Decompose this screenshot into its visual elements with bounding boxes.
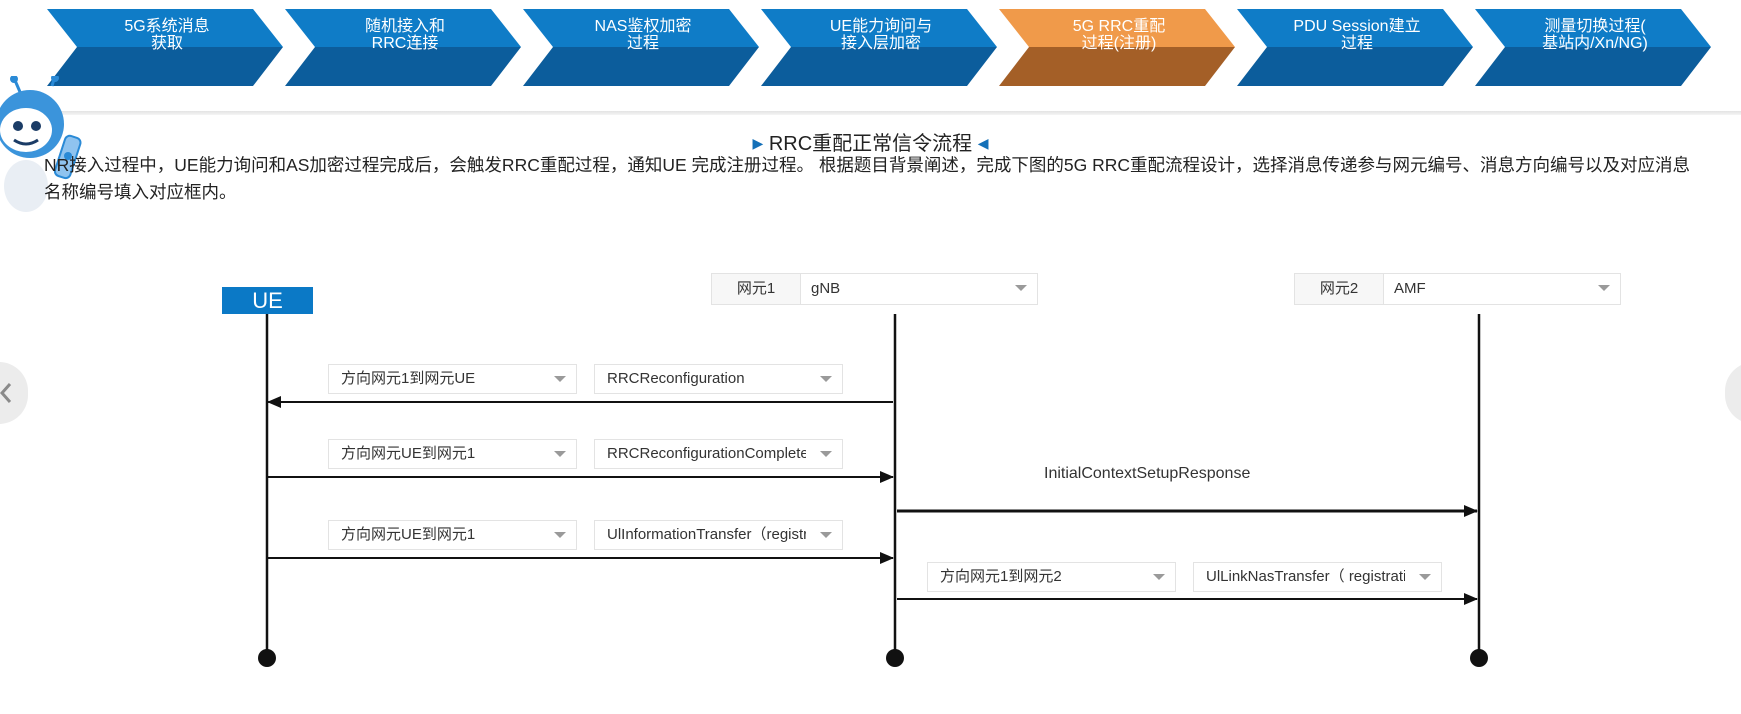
page-title-text: RRC重配正常信令流程 — [768, 133, 973, 155]
msg1-direction-select[interactable]: 方向网元1到网元UE — [328, 364, 577, 394]
step-chevron-upper — [1237, 9, 1473, 47]
step-chevron-lower — [1237, 47, 1473, 86]
msg4-name-select[interactable]: UlLinkNasTransfer（ registratio — [1193, 562, 1442, 592]
step-chevron-lower — [523, 47, 759, 86]
step-label-line2: 基站内/Xn/NG) — [1542, 35, 1648, 52]
step-label-line1: UE能力询问与 — [829, 18, 933, 35]
msg1-name-select[interactable]: RRCReconfiguration — [594, 364, 843, 394]
msg4-direction-value: 方向网元1到网元2 — [940, 568, 1062, 585]
step-7[interactable]: 测量切换过程(基站内/Xn/NG) — [1500, 18, 1690, 52]
msg3-name-value: UlInformationTransfer（registra — [607, 526, 806, 543]
caret-down-icon — [1419, 574, 1431, 580]
step-chevron-upper — [761, 9, 997, 47]
caret-down-icon — [820, 532, 832, 538]
element2-value: AMF — [1394, 280, 1426, 297]
step-chevron-lower — [285, 47, 521, 86]
caret-down-icon — [554, 376, 566, 382]
mascot-robot-icon — [0, 76, 82, 212]
caret-down-icon — [554, 451, 566, 457]
step-label-line1: 测量切换过程( — [1544, 18, 1646, 35]
caret-down-icon — [820, 451, 832, 457]
step-label-line2: 过程(注册) — [1081, 35, 1157, 52]
step-label-line2: 获取 — [150, 35, 183, 52]
caret-down-icon — [820, 376, 832, 382]
page-title: ▶ RRC重配正常信令流程 ◀ — [0, 127, 1741, 156]
caret-down-icon — [1015, 285, 1027, 291]
msg2-name-select[interactable]: RRCReconfigurationComplete — [594, 439, 843, 469]
caret-down-icon — [1598, 285, 1610, 291]
element1-value: gNB — [811, 280, 841, 297]
element2-label: 网元2 — [1295, 274, 1384, 304]
prev-page-button[interactable] — [0, 362, 28, 424]
msg3-direction-value: 方向网元UE到网元1 — [341, 526, 476, 543]
step-chevron-lower — [47, 47, 283, 86]
step-chevron-shapes — [47, 9, 1711, 86]
header-divider — [40, 111, 1741, 115]
msg1-direction-value: 方向网元1到网元UE — [341, 370, 476, 387]
step-chevron-upper — [523, 9, 759, 47]
step-chevron-upper — [999, 9, 1235, 47]
step-chevron-lower — [999, 47, 1235, 86]
step-chevron-upper — [285, 9, 521, 47]
chevron-left-icon — [0, 383, 12, 403]
msg2-name-value: RRCReconfigurationComplete — [607, 445, 806, 462]
static-message-label: InitialContextSetupResponse — [1044, 465, 1251, 482]
step-chevron-lower — [1475, 47, 1711, 86]
step-chevron-upper — [1475, 9, 1711, 47]
step-label-line2: RRC连接 — [371, 35, 439, 52]
caret-down-icon — [554, 532, 566, 538]
element1-label: 网元1 — [712, 274, 801, 304]
element1-selector[interactable]: 网元1 gNB — [711, 273, 1038, 305]
step-4[interactable]: UE能力询问与接入层加密 — [786, 18, 976, 52]
lifeline-element2 — [1470, 314, 1488, 667]
step-chevron-lower — [761, 47, 997, 86]
triangle-left-icon: ◀ — [977, 135, 989, 151]
msg1-name-value: RRCReconfiguration — [607, 370, 745, 387]
msg2-direction-value: 方向网元UE到网元1 — [341, 445, 476, 462]
msg4-direction-select[interactable]: 方向网元1到网元2 — [927, 562, 1176, 592]
step-label-line2: 过程 — [1340, 35, 1373, 52]
step-label-line1: 5G系统消息 — [124, 18, 210, 35]
step-label-line1: PDU Session建立 — [1293, 18, 1421, 35]
next-page-button[interactable] — [1725, 362, 1741, 424]
lifeline-element1 — [886, 314, 904, 667]
step-label-line1: NAS鉴权加密 — [594, 18, 692, 35]
step-label-line2: 接入层加密 — [840, 35, 921, 52]
triangle-right-icon: ▶ — [752, 135, 764, 151]
msg4-name-value: UlLinkNasTransfer（ registratio — [1206, 568, 1405, 585]
msg3-direction-select[interactable]: 方向网元UE到网元1 — [328, 520, 577, 550]
step-6[interactable]: PDU Session建立过程 — [1262, 18, 1452, 52]
ue-label-box: UE — [222, 287, 313, 314]
element2-selector[interactable]: 网元2 AMF — [1294, 273, 1621, 305]
step-label-line1: 随机接入和 — [364, 18, 445, 35]
step-1[interactable]: 5G系统消息获取 — [72, 18, 262, 52]
task-description: NR接入过程中，UE能力询问和AS加密过程完成后，会触发RRC重配过程，通知UE… — [44, 155, 1690, 202]
msg3-name-select[interactable]: UlInformationTransfer（registra — [594, 520, 843, 550]
msg2-direction-select[interactable]: 方向网元UE到网元1 — [328, 439, 577, 469]
lifeline-ue — [258, 314, 276, 667]
step-chevron-upper — [47, 9, 283, 47]
caret-down-icon — [1153, 574, 1165, 580]
step-label-line2: 过程 — [626, 35, 659, 52]
step-3[interactable]: NAS鉴权加密过程 — [548, 18, 738, 52]
step-label-line1: 5G RRC重配 — [1072, 18, 1166, 35]
step-5-active[interactable]: 5G RRC重配过程(注册) — [1024, 18, 1214, 52]
